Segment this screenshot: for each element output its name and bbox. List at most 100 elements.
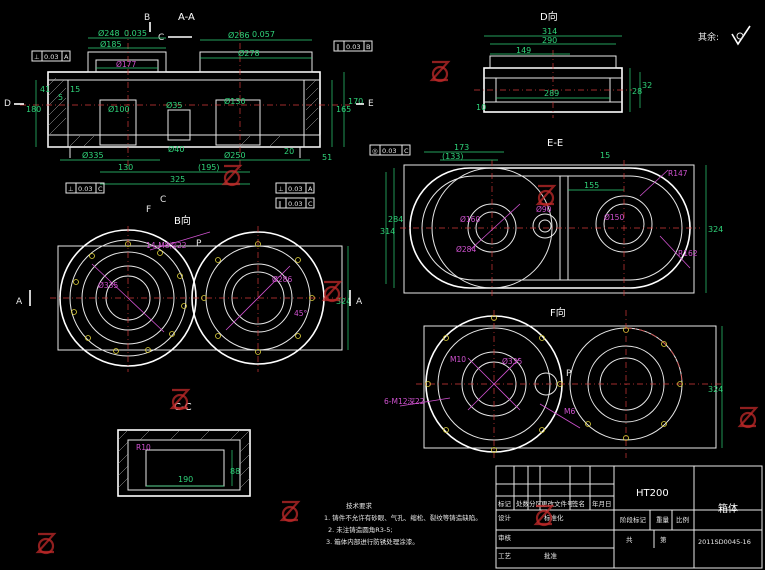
dim-d40: Ø40 xyxy=(168,144,184,154)
dim-b-deg: 45° xyxy=(294,309,308,318)
notes-line-3: 3. 箱体内部进行防锈处理涂漆。 xyxy=(326,537,419,546)
view-f: F向 6-M12深22 Ø335 M10 M6 324 P xyxy=(384,306,724,458)
section-mark-e: E xyxy=(368,99,374,109)
view-d: D向 314 290 149 289 28 32 10 xyxy=(474,10,652,118)
watermark-logo-icon xyxy=(535,184,557,207)
dim-d177: Ø177 xyxy=(116,60,136,69)
tol-frame-6-sym: ∥ xyxy=(278,200,281,208)
dim-b-holes: 14-M8深22 xyxy=(146,241,187,250)
dim-b-d286: Ø286 xyxy=(272,275,292,284)
tol-frame-5-sym: ⊥ xyxy=(278,185,284,193)
dim-cc-w190: 190 xyxy=(178,475,193,484)
dim-cc-h88: 88 xyxy=(230,467,240,476)
tol-frame-3-sym: ◎ xyxy=(372,147,378,155)
tb-scale: 比例 xyxy=(676,515,689,524)
dim-ee-w15: 15 xyxy=(600,151,610,160)
dim-d185: Ø185 xyxy=(100,39,122,49)
dim-h41: 41 xyxy=(40,85,50,94)
dim-b-p: P xyxy=(196,239,202,249)
roughness-symbol-icon xyxy=(731,25,751,46)
section-mark-a-left: A xyxy=(16,297,23,307)
view-cc: C-C 190 88 R10 xyxy=(117,402,251,497)
watermarks xyxy=(35,60,759,555)
dim-f-d335: Ø335 xyxy=(502,357,522,366)
tol-frame-3-val: 0.03 xyxy=(382,147,396,155)
watermark-logo-icon xyxy=(321,280,343,303)
dim-f-p: P xyxy=(566,369,572,379)
tol-frame-1-val: 0.03 xyxy=(44,53,58,61)
notes-title: 技术要求 xyxy=(346,501,373,510)
dim-b-d335: Ø335 xyxy=(98,281,118,290)
dim-tol1: 0.035 xyxy=(124,29,147,38)
watermark-logo-icon xyxy=(35,532,57,555)
view-b: B向 14-M8深22 Ø335 Ø286 45° P 324 xyxy=(16,214,363,372)
tol-frame-6-val: 0.03 xyxy=(288,200,302,208)
dim-w195: (195) xyxy=(198,163,220,172)
view-d-title: D向 xyxy=(540,10,558,23)
dim-ee-h284: 284 xyxy=(388,215,403,224)
dim-d-h28: 28 xyxy=(632,87,642,96)
dim-d-h32: 32 xyxy=(642,81,652,90)
tb-part-name: 箱体 xyxy=(718,502,738,515)
tol-frame-4-sym: ⊥ xyxy=(68,185,74,193)
dim-h5: 5 xyxy=(58,93,63,102)
tol-frame-5-ref: A xyxy=(308,185,313,193)
tb-sheet-no: 第 xyxy=(660,535,667,544)
dim-d100: Ø100 xyxy=(108,104,130,114)
dim-d286: Ø286 xyxy=(228,30,250,40)
section-mark-d: D xyxy=(4,99,11,109)
watermark-logo-icon xyxy=(221,164,243,187)
view-b-title: B向 xyxy=(174,214,191,227)
tb-design: 设计 xyxy=(498,513,512,522)
dim-d-w314: 314 xyxy=(542,27,557,36)
tb-weight: 重量 xyxy=(656,516,670,524)
view-ee-title: E-E xyxy=(547,138,563,149)
view-aa: A-A B C xyxy=(4,12,374,215)
dim-h180: 180 xyxy=(26,105,41,114)
view-aa-title: A-A xyxy=(178,12,195,23)
dim-f-h324: 324 xyxy=(708,385,723,394)
tol-frame-4-val: 0.03 xyxy=(78,185,92,193)
dim-w325: 325 xyxy=(170,175,185,184)
tb-review: 审核 xyxy=(498,533,512,542)
dim-ee-d284: Ø284 xyxy=(456,245,476,254)
tol-frame-2-sym: ∥ xyxy=(336,43,339,51)
dim-d278: Ø278 xyxy=(238,48,260,58)
dim-cc-r10: R10 xyxy=(136,443,151,452)
tb-stage: 阶段标记 xyxy=(620,515,647,524)
tol-frame-6-ref: C xyxy=(308,200,313,208)
dim-b-h324: 324 xyxy=(336,297,351,306)
tb-drawing-no: 2011SD0045-16 xyxy=(698,538,751,546)
dim-f-holes: 6-M12深22 xyxy=(384,397,425,406)
dim-d130: Ø130 xyxy=(224,96,246,106)
dim-h15: 15 xyxy=(70,85,80,94)
dim-h165: 165 xyxy=(336,105,351,114)
notes-line-1: 1. 铸件不允许有砂眼、气孔、缩松、裂纹等铸造缺陷。 xyxy=(324,513,482,522)
tol-frame-2-val: 0.03 xyxy=(346,43,360,51)
section-mark-b-top: B xyxy=(144,13,150,23)
watermark-logo-icon xyxy=(533,504,555,527)
view-ee: E-E 173 (133) 155 15 314 284 324 R147 R1… xyxy=(380,138,723,296)
dim-d-w290: 290 xyxy=(542,36,557,45)
watermark-logo-icon xyxy=(737,406,759,429)
title-block: 标记 处数 分区 更改文件号 签名 年月日 设计 标准化 阶段标记 重量 比例 … xyxy=(495,465,763,569)
dim-ee-d160: Ø160 xyxy=(460,215,480,224)
dim-h51: 51 xyxy=(322,153,332,162)
section-mark-a-right: A xyxy=(356,297,363,307)
dim-ee-r162: R162 xyxy=(678,249,698,258)
dim-d-w289: 289 xyxy=(544,89,559,98)
watermark-logo-icon xyxy=(429,60,451,83)
dim-d248: Ø248 xyxy=(98,28,120,38)
tb-sign: 签名 xyxy=(572,499,585,508)
dim-h170: 170 xyxy=(348,97,363,106)
notes-line-2: 2. 未注铸造圆角R3-5; xyxy=(328,525,393,534)
dim-ee-d90: Ø90 xyxy=(536,205,552,214)
tol-frame-5-val: 0.03 xyxy=(288,185,302,193)
dim-ee-r147: R147 xyxy=(668,169,688,178)
watermark-logo-icon xyxy=(279,500,301,523)
dim-ee-d150: Ø150 xyxy=(604,213,624,222)
tb-date: 年月日 xyxy=(592,499,612,508)
dim-ee-h324: 324 xyxy=(708,225,723,234)
tb-sheets-total: 共 xyxy=(626,535,633,544)
